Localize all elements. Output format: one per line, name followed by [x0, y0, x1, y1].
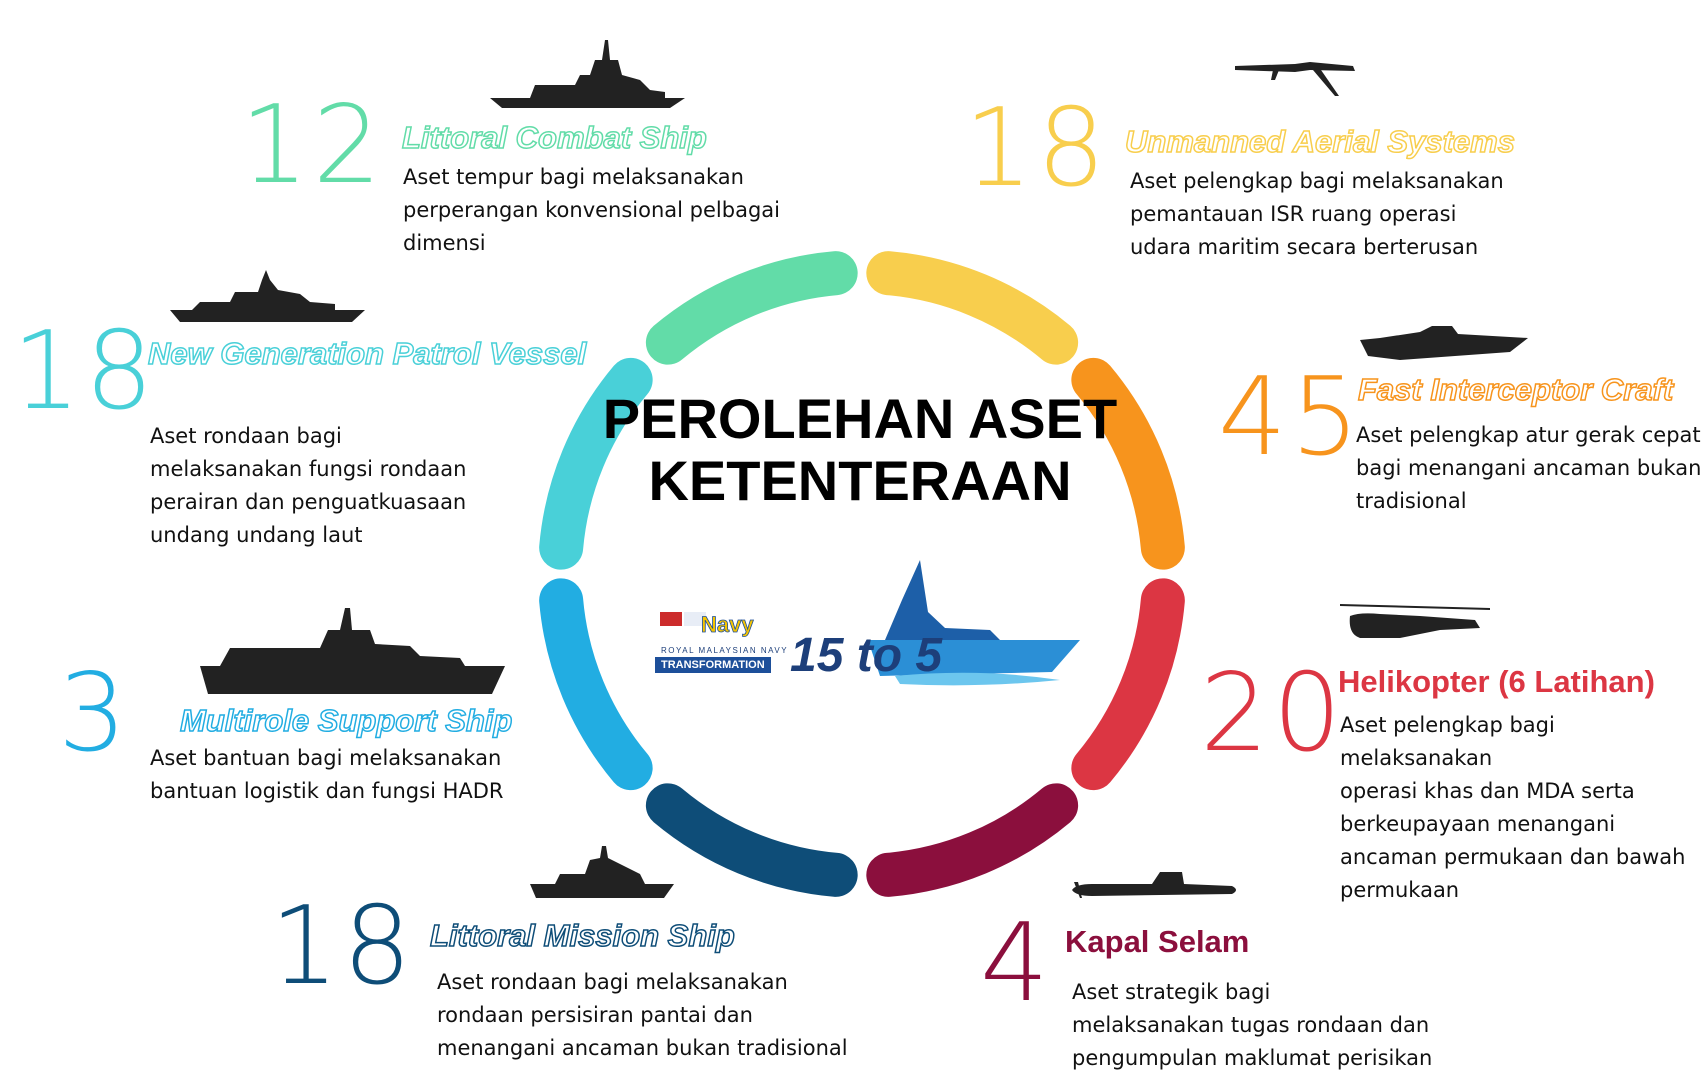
fic-count: 45	[1218, 355, 1364, 480]
ngpv-count: 18	[12, 309, 158, 434]
lms-description: Aset rondaan bagi melaksanakan rondaan p…	[437, 970, 848, 1060]
lcs-count: 12	[240, 83, 386, 208]
logo-transformation-label: TRANSFORMATION	[655, 657, 771, 673]
mrss-count: 3	[58, 651, 131, 776]
drone-icon	[1235, 62, 1355, 96]
ensign-icon	[684, 612, 706, 626]
lcs-description: Aset tempur bagi melaksanakan perperanga…	[403, 165, 780, 255]
uas-description: Aset pelengkap bagi melaksanakan pemanta…	[1130, 169, 1504, 259]
speedboat-icon	[1360, 326, 1528, 360]
ngpv-title: New Generation Patrol Vessel	[147, 336, 587, 371]
heading-line-1: PEROLEHAN ASET	[602, 387, 1118, 450]
ngpv-description: Aset rondaan bagi melaksanakan fungsi ro…	[150, 424, 467, 547]
uas-title: Unmanned Aerial Systems	[1124, 124, 1515, 159]
ring-segment-heli	[1071, 578, 1185, 791]
center-heading: PEROLEHAN ASET KETENTERAAN	[560, 388, 1160, 512]
ring-segment-lcs	[645, 251, 858, 365]
ring-segment-lms	[645, 783, 858, 897]
ring-segment-mrss	[539, 578, 653, 791]
flag-icon	[660, 612, 682, 626]
sub-count: 4	[980, 901, 1053, 1026]
fic-description: Aset pelengkap atur gerak cepat bagi men…	[1356, 423, 1702, 513]
mrss-description: Aset bantuan bagi melaksanakan bantuan l…	[150, 746, 504, 803]
mrss-title: Multirole Support Ship	[179, 703, 513, 738]
ring-segment-ngpv	[539, 357, 653, 570]
logo-sub-label: ROYAL MALAYSIAN NAVY	[661, 646, 789, 655]
helicopter-icon	[1340, 604, 1490, 638]
heli-count: 20	[1200, 651, 1346, 776]
ring-segment-fic	[1071, 357, 1185, 570]
sub-title: Kapal Selam	[1065, 924, 1250, 959]
logo-ship-graphic	[660, 560, 1080, 686]
ring-segment-uas	[866, 251, 1079, 365]
heli-description: Aset pelengkap bagi melaksanakan operasi…	[1340, 713, 1686, 902]
submarine-icon	[1072, 872, 1236, 898]
ring-segment-sub	[866, 783, 1079, 897]
logo-navy-label: Navy	[701, 612, 754, 638]
lms-title: Littoral Mission Ship	[429, 918, 735, 953]
sub-description: Aset strategik bagi melaksanakan tugas r…	[1072, 980, 1433, 1070]
uas-count: 18	[964, 86, 1110, 211]
lms-count: 18	[270, 884, 416, 1009]
frigate-icon	[490, 40, 685, 108]
fic-title: Fast Interceptor Craft	[1357, 372, 1674, 407]
logo-program-number: 15 to 5	[790, 629, 943, 682]
support-ship-icon	[200, 608, 505, 694]
mission-ship-icon	[530, 846, 674, 898]
patrol-vessel-icon	[170, 270, 365, 322]
lcs-title: Littoral Combat Ship	[401, 120, 707, 155]
heli-title: Helikopter (6 Latihan)	[1338, 664, 1655, 699]
transformation-logo: Navy ROYAL MALAYSIAN NAVY TRANSFORMATION…	[655, 550, 1085, 682]
heading-line-2: KETENTERAAN	[648, 449, 1072, 512]
